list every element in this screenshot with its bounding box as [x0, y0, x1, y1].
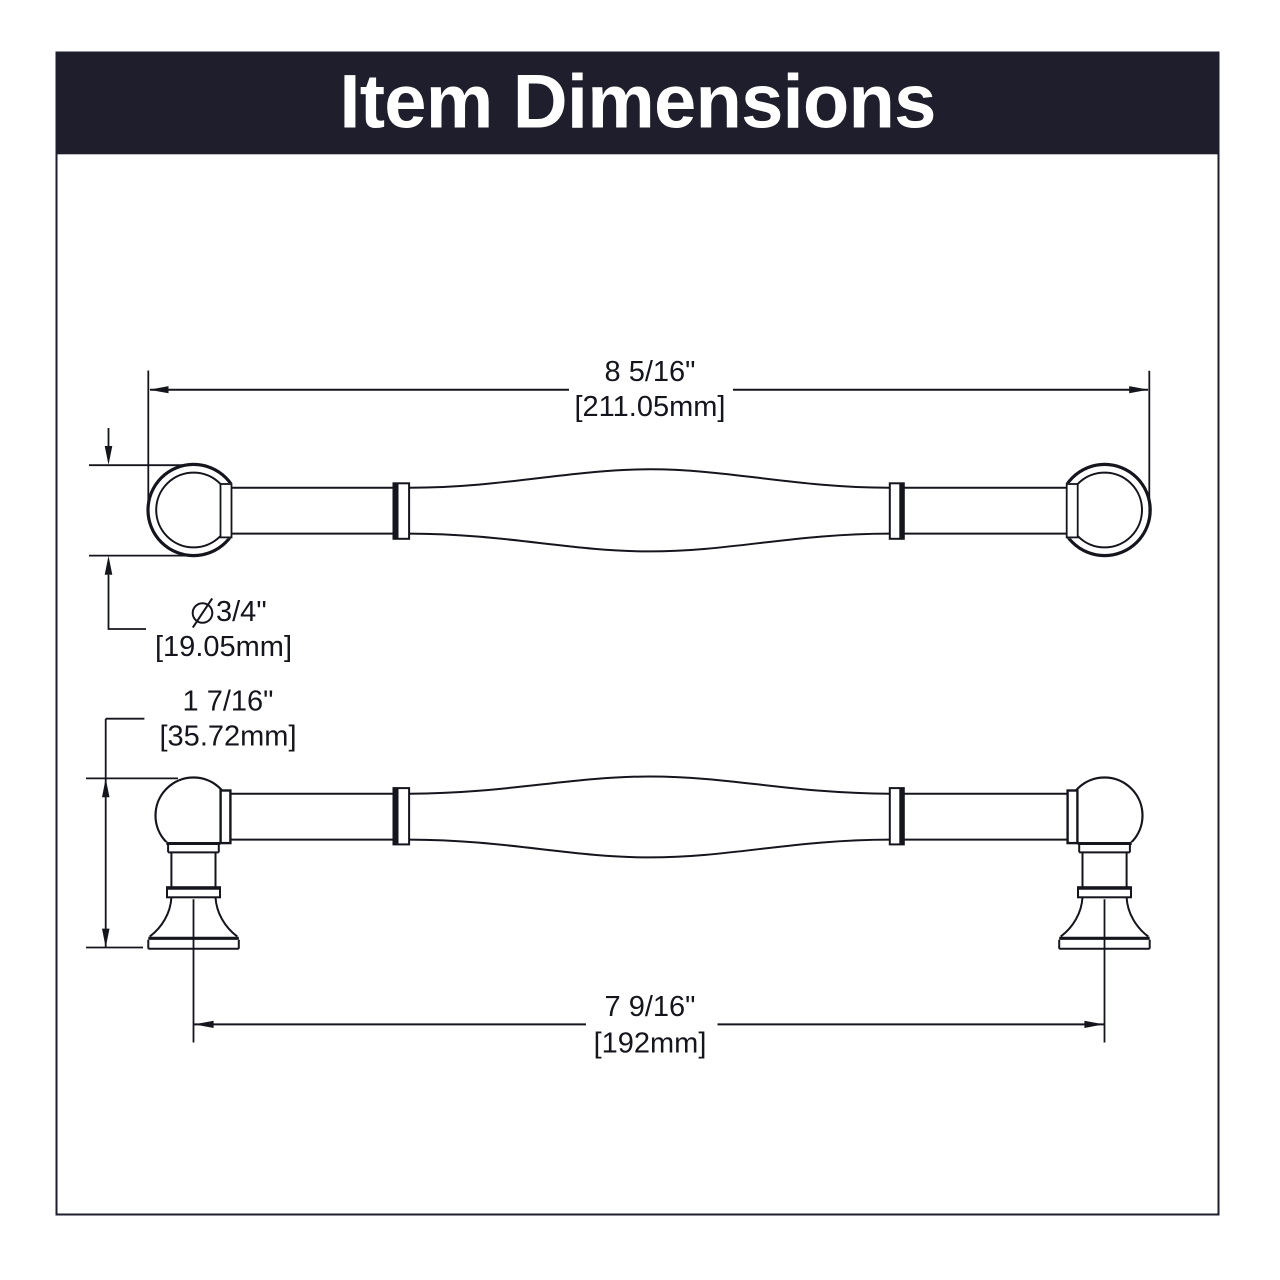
svg-text:[35.72mm]: [35.72mm]	[160, 721, 297, 753]
svg-text:1 7/16": 1 7/16"	[183, 686, 274, 718]
svg-text:Item Dimensions: Item Dimensions	[339, 60, 935, 145]
svg-text:[192mm]: [192mm]	[594, 1028, 707, 1060]
svg-text:[19.05mm]: [19.05mm]	[155, 631, 292, 663]
svg-text:8 5/16": 8 5/16"	[605, 356, 696, 388]
svg-text:3/4": 3/4"	[216, 596, 267, 628]
svg-text:7 9/16": 7 9/16"	[605, 991, 696, 1023]
svg-text:[211.05mm]: [211.05mm]	[575, 391, 726, 423]
